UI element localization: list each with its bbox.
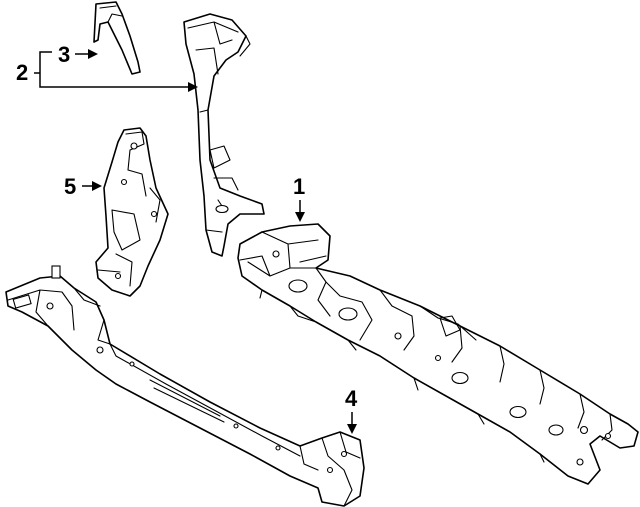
part-4-lower-bar[interactable] (5, 265, 365, 507)
callout-label-1: 1 (293, 174, 305, 199)
arrow-right-icon (88, 49, 98, 59)
callout-4: 4 (345, 386, 358, 434)
part-2-support[interactable] (183, 13, 265, 257)
part-3-bracket[interactable] (93, 1, 141, 75)
arrow-down-icon (347, 424, 357, 434)
callout-5: 5 (64, 174, 102, 199)
callout-1: 1 (293, 174, 305, 222)
callout-2: 2 (16, 51, 198, 92)
arrow-down-icon (295, 212, 305, 222)
callout-label-4: 4 (345, 386, 358, 411)
callout-label-5: 5 (64, 174, 76, 199)
part-5-bracket[interactable] (95, 127, 169, 297)
callout-3: 3 (58, 42, 98, 67)
callout-label-3: 3 (58, 42, 70, 67)
callout-label-2: 2 (16, 60, 28, 85)
part-1-crossmember[interactable] (237, 223, 639, 485)
arrow-right-icon (92, 181, 102, 191)
arrow-right-icon (188, 82, 198, 92)
